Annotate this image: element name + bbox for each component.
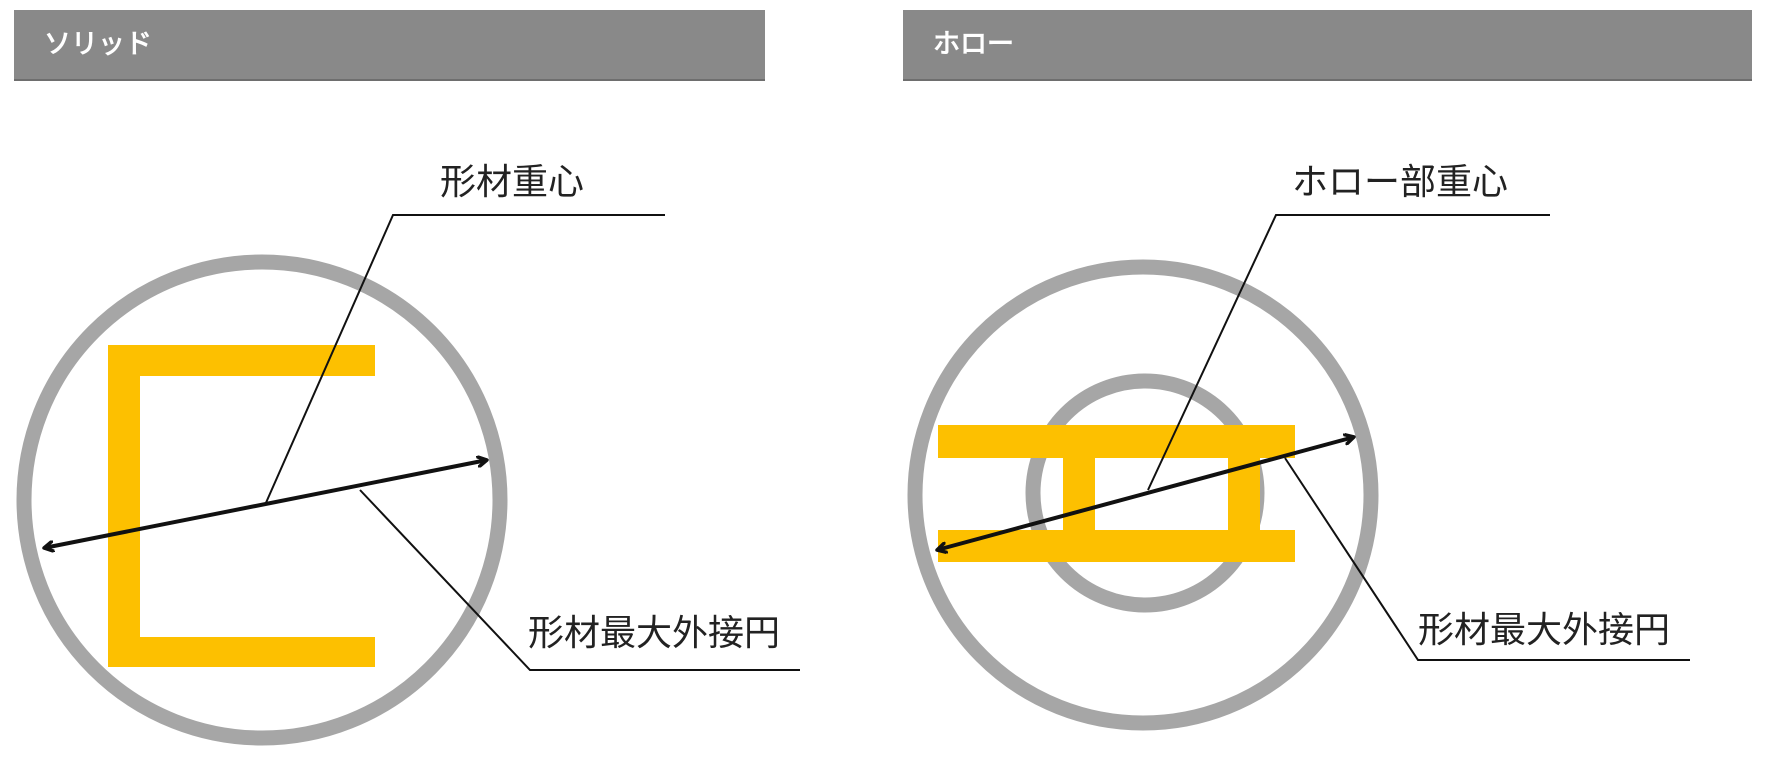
hollow-centroid-label: ホロー部重心 xyxy=(1292,162,1508,203)
hollow-circle-leader xyxy=(1284,457,1690,661)
solid-channel-profile xyxy=(108,345,375,667)
hollow-profile xyxy=(938,425,1295,562)
panel-title-solid: ソリッド xyxy=(44,29,152,60)
hollow-circumscribed-circle xyxy=(907,259,1379,731)
hollow-diameter-arrow xyxy=(937,437,1354,550)
hollow-centroid-leader xyxy=(1147,214,1550,491)
solid-circle-leader xyxy=(359,489,800,671)
solid-circumscribed-circle xyxy=(16,254,508,746)
solid-centroid-leader xyxy=(264,214,665,506)
panel-header-solid: ソリッド xyxy=(14,10,765,81)
solid-circle-label: 形材最大外接円 xyxy=(528,613,780,654)
solid-diagram: 形材重心 形材最大外接円 xyxy=(16,162,800,746)
panel-title-hollow: ホロー xyxy=(933,29,1014,60)
panel-header-hollow: ホロー xyxy=(903,10,1752,81)
solid-centroid-label: 形材重心 xyxy=(440,162,584,203)
hollow-circle-label: 形材最大外接円 xyxy=(1418,610,1670,651)
hollow-diagram: ホロー部重心 形材最大外接円 xyxy=(907,162,1690,731)
